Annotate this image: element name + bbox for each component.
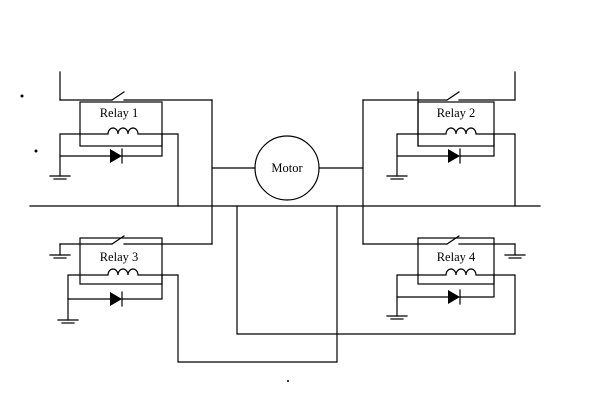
relay-3-switch-blade xyxy=(111,235,125,245)
relay-1-diode xyxy=(110,149,122,163)
relay-1-coil xyxy=(79,127,163,135)
ground-icon xyxy=(504,254,526,259)
relay-4-diode xyxy=(448,290,460,304)
ground-icon xyxy=(386,175,408,180)
relay-3-diode-right xyxy=(121,274,163,300)
stray-dot xyxy=(287,380,289,382)
relay-3-group: Relay 3 xyxy=(49,205,338,363)
relay-2-coil xyxy=(417,127,495,135)
stray-dot xyxy=(34,149,38,153)
relay-4-group: Relay 4 xyxy=(236,205,526,335)
ground-icon xyxy=(57,319,79,324)
relay-2-coil-ground-lead xyxy=(396,133,419,177)
relay-3-to-bus xyxy=(161,205,338,363)
ground-icon xyxy=(49,175,71,180)
relay-4-label: Relay 4 xyxy=(437,250,476,264)
relay-2-diode-right xyxy=(459,133,495,157)
relay-3-label: Relay 3 xyxy=(100,250,139,264)
relay-4-coil-ground-lead xyxy=(396,274,419,317)
relay-4-to-bus xyxy=(236,205,516,335)
relay-1-coil-ground-lead xyxy=(59,133,81,177)
relay-1-box xyxy=(79,101,163,147)
relay-2-group: Relay 2 xyxy=(362,71,516,207)
motor-label: Motor xyxy=(271,161,303,175)
relay-3-diode xyxy=(110,292,122,306)
relay-2-diode xyxy=(448,149,460,163)
relay-3-coil xyxy=(79,268,163,276)
relay-4-switch-blade xyxy=(446,235,460,245)
stray-dot xyxy=(20,94,24,98)
motor: Motor xyxy=(211,135,364,201)
relay-2-to-bus xyxy=(493,133,516,207)
relay-2-switch-blade xyxy=(446,91,460,101)
relay-4-coil xyxy=(417,268,495,276)
relay-2-label: Relay 2 xyxy=(437,106,476,120)
relay-1-label: Relay 1 xyxy=(100,106,139,120)
ground-icon xyxy=(49,254,71,259)
relay-1-switch-blade xyxy=(111,91,125,101)
relay-4-diode-right xyxy=(459,274,495,298)
relay-1-diode-right xyxy=(121,133,163,157)
relay-1-to-bus xyxy=(161,133,179,207)
relay-3-coil-ground-lead xyxy=(67,274,81,321)
relay-1-group: Relay 1 xyxy=(49,71,213,207)
ground-icon xyxy=(386,315,408,320)
